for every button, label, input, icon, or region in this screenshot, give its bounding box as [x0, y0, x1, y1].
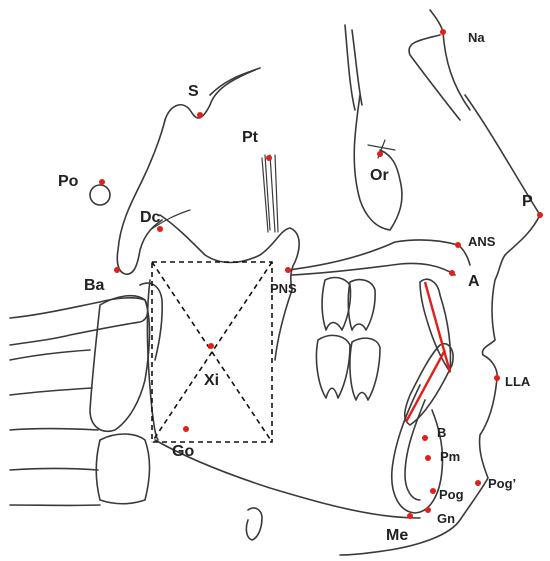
nasal-bone-outline: [429, 9, 471, 111]
vertebra-spine-4: [9, 467, 99, 471]
landmark-label-a: A: [468, 273, 480, 290]
landmark-point-pog[interactable]: [430, 488, 436, 494]
landmark-point-b[interactable]: [422, 435, 428, 441]
landmark-point-or[interactable]: [377, 151, 383, 157]
vertebra-c2-body: [139, 282, 163, 361]
palate-lower-outline: [291, 262, 456, 276]
upper-molar-2: [347, 278, 376, 331]
landmark-label-pt: Pt: [242, 129, 259, 146]
landmark-label-lla: LLA: [505, 374, 531, 389]
upper-molar: [321, 276, 352, 331]
soft-tissue-profile: [339, 94, 541, 556]
landmark-label-na: Na: [468, 30, 485, 45]
landmark-label-po: Po: [58, 173, 79, 190]
landmark-point-a[interactable]: [449, 270, 455, 276]
vertebra-c1: [9, 297, 149, 346]
landmark-point-go[interactable]: [183, 426, 189, 432]
symphysis-outline: [390, 384, 444, 514]
cranial-base-outline: [159, 214, 300, 291]
landmark-point-pt[interactable]: [266, 155, 272, 161]
landmark-label-ans: ANS: [468, 234, 496, 249]
hyoid-outline: [245, 507, 263, 541]
landmark-point-ans[interactable]: [455, 242, 461, 248]
landmark-label-pns: PNS: [270, 281, 297, 296]
condyle-line: [149, 209, 191, 231]
vertebra-c3: [95, 433, 151, 505]
landmark-labels: Na S Pt Po Or Dc P ANS Ba A PNS Xi LLA B…: [58, 30, 533, 544]
landmark-point-gn[interactable]: [425, 507, 431, 513]
landmark-points: [99, 29, 543, 519]
symphysis-inner-outline: [404, 399, 426, 501]
landmark-point-ba[interactable]: [114, 267, 120, 273]
landmark-point-s[interactable]: [197, 112, 203, 118]
ramus-anterior-outline: [274, 289, 293, 361]
lower-molar-2: [349, 337, 381, 401]
lower-incisor-axis: [404, 349, 447, 423]
landmark-point-pm[interactable]: [425, 455, 431, 461]
frontal-inner-outline: [351, 29, 363, 106]
porion-ring: [89, 184, 111, 206]
landmark-point-pog-soft[interactable]: [475, 480, 481, 486]
landmark-label-b: B: [437, 425, 446, 440]
lower-molar: [315, 334, 351, 399]
landmark-label-or: Or: [370, 167, 389, 184]
xi-rectangle: [151, 261, 273, 443]
clivus-outline: [116, 119, 166, 275]
mandibular-border: [154, 439, 421, 519]
pterygoid-plate: [261, 154, 279, 233]
vertebra-spine-1: [9, 349, 91, 361]
landmark-label-s: S: [188, 83, 199, 100]
landmark-label-pm: Pm: [440, 449, 460, 464]
landmark-point-xi[interactable]: [208, 343, 214, 349]
landmark-point-po[interactable]: [99, 179, 105, 185]
sella-floor-outline: [209, 67, 261, 96]
landmark-label-go: Go: [172, 443, 194, 460]
analysis-overlay: [151, 261, 452, 443]
landmark-point-p[interactable]: [537, 212, 543, 218]
orbit-outline: [353, 94, 403, 231]
landmark-label-me: Me: [386, 527, 408, 544]
landmark-point-me[interactable]: [407, 513, 413, 519]
frontal-bone-outline: [344, 24, 356, 111]
vertebra-spine-3: [9, 427, 99, 431]
anatomy-outlines: [9, 9, 541, 556]
palate-upper-outline: [287, 239, 471, 271]
vertebra-spine-2: [9, 387, 93, 396]
upper-incisor-axis: [423, 281, 452, 373]
landmark-label-xi: Xi: [204, 372, 219, 389]
landmark-label-p: P: [522, 193, 533, 210]
lower-incisor: [403, 343, 454, 426]
landmark-label-dc: Dc: [140, 209, 161, 226]
landmark-point-pns[interactable]: [285, 267, 291, 273]
landmark-point-lla[interactable]: [494, 375, 500, 381]
sella-outline: [164, 69, 256, 121]
landmark-point-na[interactable]: [440, 29, 446, 35]
landmark-label-gn: Gn: [437, 511, 455, 526]
landmark-point-dc[interactable]: [157, 226, 163, 232]
landmark-label-ba: Ba: [84, 277, 105, 294]
vertebra-c2: [89, 294, 151, 432]
landmark-label-pog-soft: Pog’: [488, 476, 516, 491]
landmark-label-pog: Pog: [439, 487, 464, 502]
xi-diagonal-2: [151, 261, 273, 443]
nasal-inner-outline: [408, 34, 461, 121]
